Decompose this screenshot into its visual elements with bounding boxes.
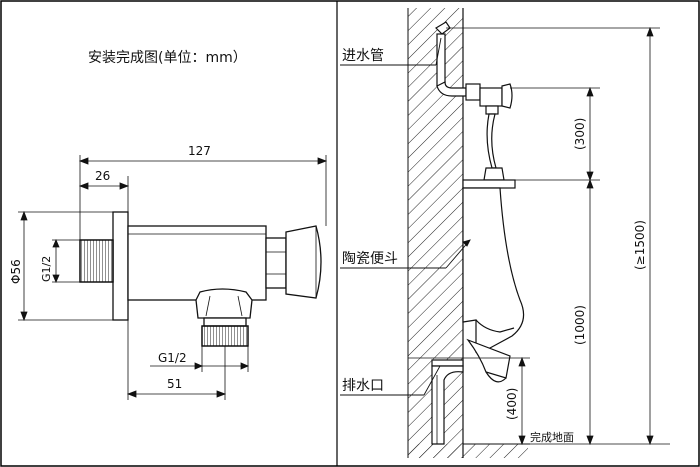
urinal [462,179,525,383]
diagram-title: 安装完成图(单位：mm） [88,50,247,66]
thread-bottom-label: G1/2 [158,351,187,365]
right-dimension-lines [408,26,670,446]
floor-label: 完成地面 [530,430,574,444]
dim-127-label: 127 [188,144,211,158]
inlet-pipe [435,21,513,181]
inlet-pipe-label: 进水管 [342,48,384,64]
dim-1500-label: (≥1500) [633,220,647,270]
dim-51-label: 51 [167,377,182,391]
drain-pipe [431,359,464,445]
drain-label: 排水口 [342,378,384,394]
floor [408,444,528,458]
thread-side-label: G1/2 [40,256,53,282]
left-dimension-lines [18,155,328,400]
dim-300-label: (300) [573,118,587,150]
dia-56-label: Φ56 [9,259,23,284]
valve-side-view [79,211,322,347]
dim-400-label: (400) [505,388,519,420]
leader-lines [340,37,471,396]
dim-1000-label: (1000) [573,305,587,345]
urinal-label: 陶瓷便斗 [342,251,398,267]
dim-26-label: 26 [95,169,110,183]
